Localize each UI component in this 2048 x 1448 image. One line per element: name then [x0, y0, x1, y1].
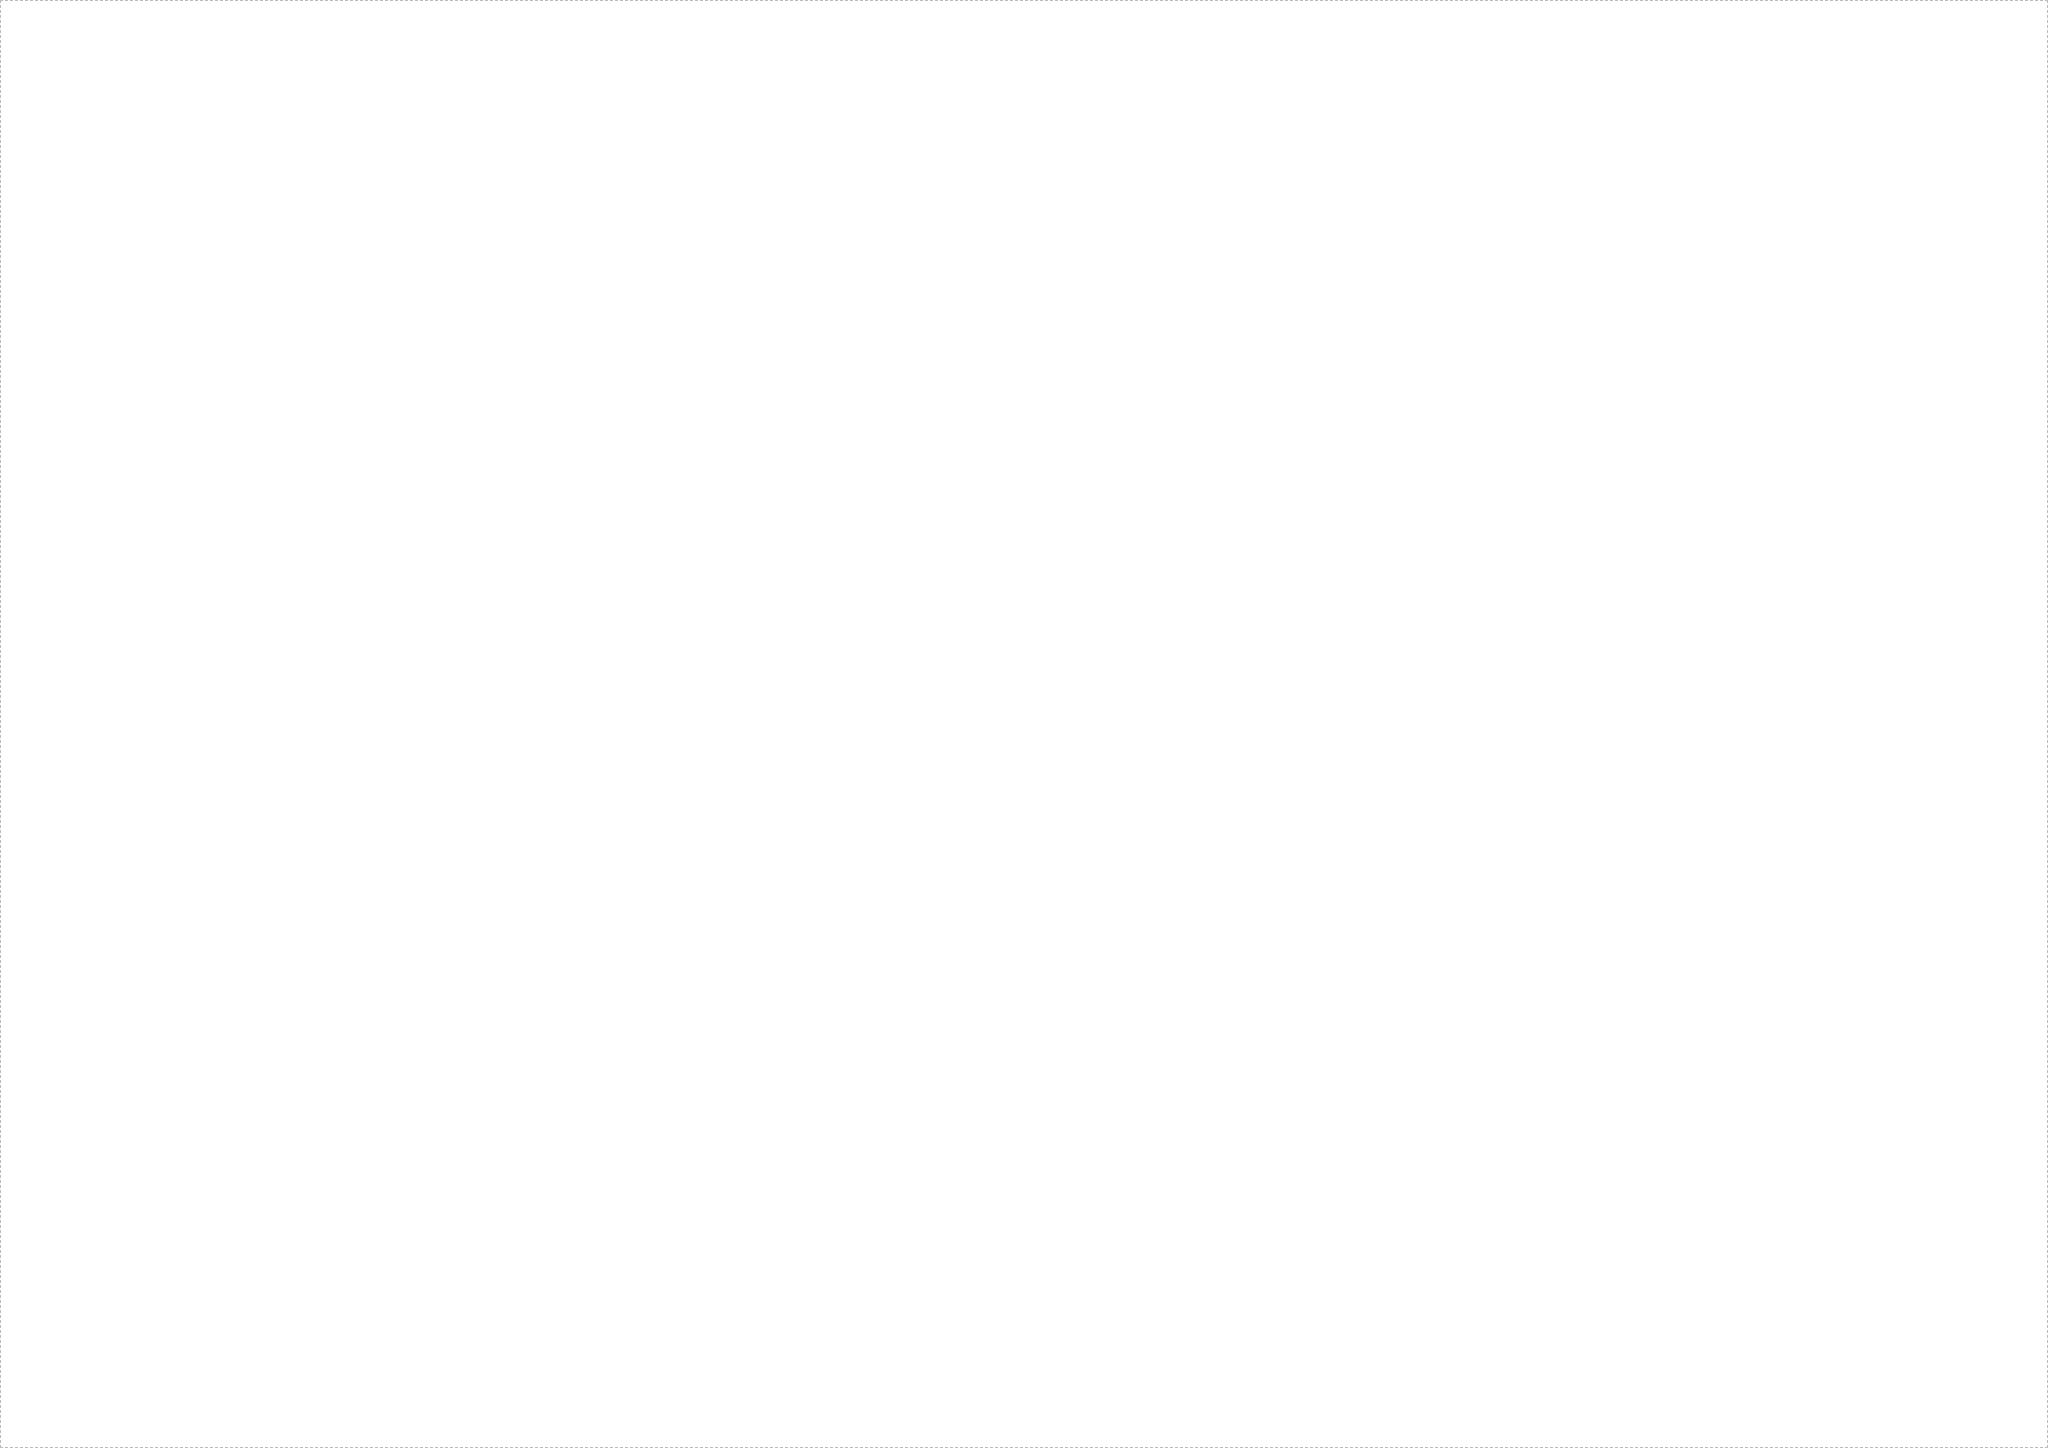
- page-placeholder: [0, 0, 2048, 1448]
